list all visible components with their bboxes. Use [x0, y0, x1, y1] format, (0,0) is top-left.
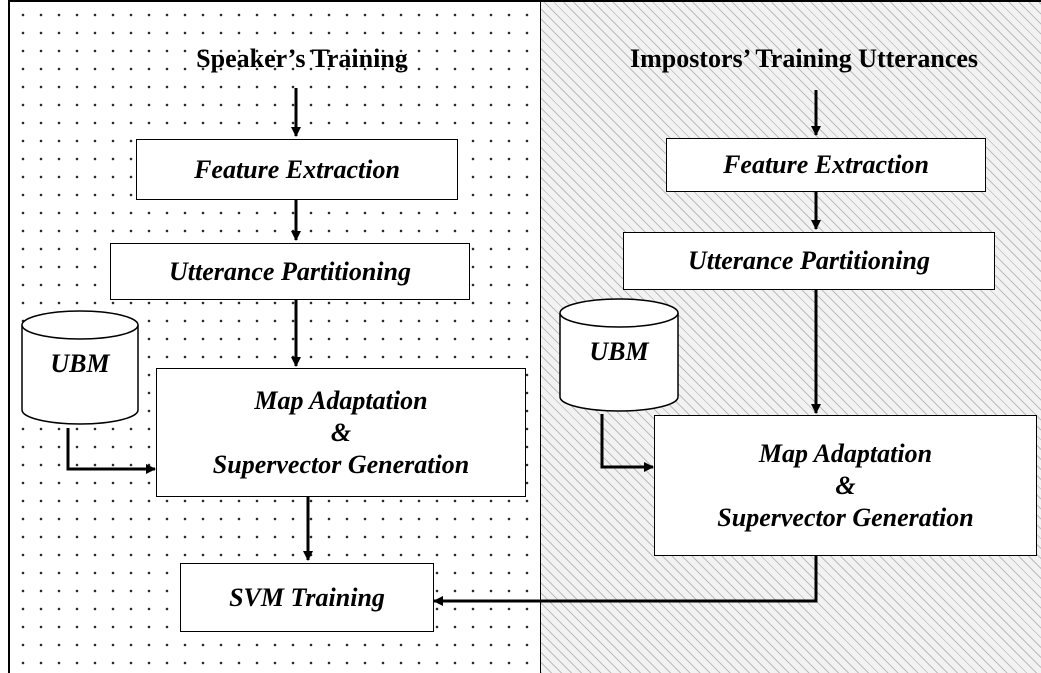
speaker-training-panel: [8, 0, 540, 673]
map-adaptation-title-right: Map Adaptation: [758, 438, 933, 468]
ampersand-right: &: [835, 470, 856, 500]
utterance-partitioning-box-right: Utterance Partitioning: [623, 232, 995, 290]
map-adaptation-title-left: Map Adaptation: [254, 385, 428, 415]
impostors-training-heading: Impostors’ Training Utterances: [629, 44, 979, 73]
supervector-generation-right: Supervector Generation: [717, 502, 974, 532]
map-adaptation-box-right: Map Adaptation & Supervector Generation: [654, 415, 1037, 556]
svm-training-box: SVM Training: [180, 563, 434, 632]
feature-extraction-box-right: Feature Extraction: [666, 138, 986, 192]
feature-extraction-box-left: Feature Extraction: [136, 139, 458, 200]
ampersand-left: &: [330, 417, 352, 447]
supervector-generation-left: Supervector Generation: [212, 449, 470, 479]
ubm-label-left: UBM: [50, 349, 110, 378]
ubm-label-right: UBM: [589, 337, 649, 366]
utterance-partitioning-box-left: Utterance Partitioning: [110, 243, 470, 300]
speaker-training-heading: Speaker’s Training: [196, 44, 408, 73]
map-adaptation-box-left: Map Adaptation & Supervector Generation: [156, 368, 526, 497]
